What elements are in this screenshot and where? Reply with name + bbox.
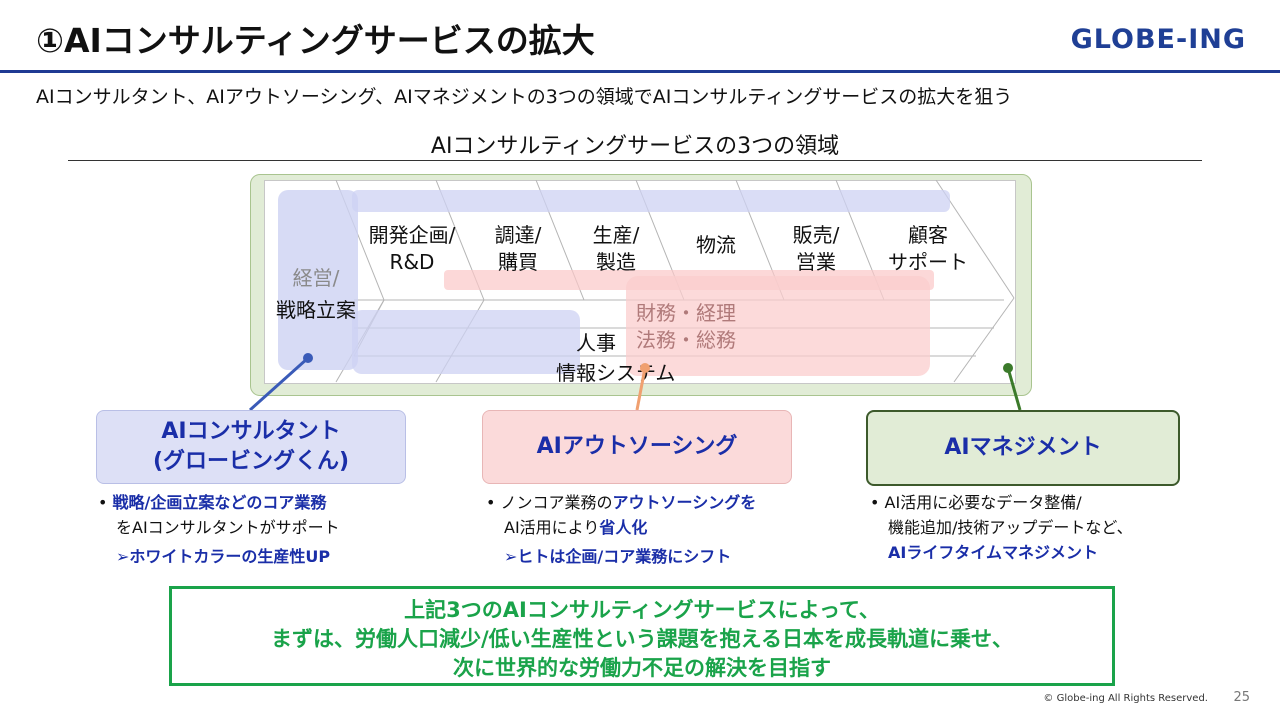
stage-sales: 販売/ 営業 bbox=[776, 222, 856, 276]
consultant-bullet-line1: • 戦略/企画立案などのコア業務 bbox=[98, 493, 327, 512]
ai-management-callout: AIマネジメント bbox=[866, 410, 1180, 486]
stage-production: 生産/ 製造 bbox=[576, 222, 656, 276]
ai-outsourcing-title: AIアウトソーシング bbox=[536, 434, 738, 459]
stage-support: 顧客 サポート bbox=[878, 222, 978, 276]
management-bullet-line3: AIライフタイムマネジメント bbox=[888, 543, 1099, 562]
stage-sales-line1: 販売/ bbox=[792, 223, 840, 247]
ai-consultant-title: AIコンサルタント bbox=[161, 419, 341, 444]
finance-line: 財務・経理 bbox=[636, 301, 736, 325]
stage-rd-line1: 開発企画/ bbox=[368, 223, 456, 247]
copyright-text: © Globe-ing All Rights Reserved. bbox=[1043, 693, 1208, 704]
stage-production-line1: 生産/ bbox=[592, 223, 640, 247]
outsourcing-result: ➢ヒトは企画/コア業務にシフト bbox=[504, 547, 732, 566]
outsourcing-bullet-line2: AI活用により省人化 bbox=[486, 515, 756, 540]
legal-line: 法務・総務 bbox=[636, 328, 736, 352]
consultant-bullets: • 戦略/企画立案などのコア業務 をAIコンサルタントがサポート ➢ホワイトカラ… bbox=[98, 490, 340, 569]
stage-logistics-line1: 物流 bbox=[696, 233, 736, 257]
outsourcing-bullet-bold: アウトソーシングを bbox=[612, 493, 757, 512]
page-subtitle: AIコンサルタント、AIアウトソーシング、AIマネジメントの3つの領域でAIコン… bbox=[36, 86, 1013, 108]
page-title: ①AIコンサルティングサービスの拡大 bbox=[36, 21, 595, 60]
stage-support-line2: サポート bbox=[888, 250, 968, 274]
backoffice-highlight bbox=[626, 276, 930, 376]
diagram-heading: AIコンサルティングサービスの3つの領域 bbox=[430, 134, 840, 159]
strategy-label-line1: 経営/ bbox=[292, 266, 340, 290]
conclusion-line3: 次に世界的な労働力不足の解決を目指す bbox=[453, 656, 831, 680]
outsourcing-bullet-line2-bold: 省人化 bbox=[599, 518, 648, 537]
stage-rd: 開発企画/ R&D bbox=[356, 222, 468, 276]
conclusion-line1: 上記3つのAIコンサルティングサービスによって、 bbox=[404, 598, 880, 622]
outsourcing-bullet-line1: • ノンコア業務のアウトソーシングを bbox=[486, 493, 757, 512]
stage-procurement: 調達/ 購買 bbox=[478, 222, 558, 276]
outsourcing-bullets: • ノンコア業務のアウトソーシングを AI活用により省人化 ➢ヒトは企画/コア業… bbox=[486, 490, 756, 569]
title-divider bbox=[0, 70, 1280, 73]
stage-production-line2: 製造 bbox=[596, 250, 636, 274]
stage-rd-line2: R&D bbox=[389, 250, 435, 274]
consultant-bullet-bold: 戦略/企画立案などのコア業務 bbox=[112, 493, 327, 512]
strategy-label-line2: 戦略立案 bbox=[276, 298, 356, 322]
conclusion-line2: まずは、労働人口減少/低い生産性という課題を抱える日本を成長軌道に乗せ、 bbox=[270, 627, 1014, 651]
management-bullets: • AI活用に必要なデータ整備/ 機能追加/技術アップデートなど、 AIライフタ… bbox=[870, 490, 1133, 565]
stage-logistics: 物流 bbox=[676, 232, 756, 259]
consultant-result: ➢ホワイトカラーの生産性UP bbox=[116, 547, 331, 566]
finance-label: 財務・経理 法務・総務 bbox=[636, 300, 756, 354]
hr-highlight bbox=[352, 310, 580, 374]
stage-procurement-line1: 調達/ bbox=[494, 223, 542, 247]
heading-divider bbox=[68, 160, 1202, 161]
consultant-bullet-line2: をAIコンサルタントがサポート bbox=[116, 518, 340, 537]
stage-sales-line2: 営業 bbox=[796, 250, 836, 274]
ai-consultant-subtitle: (グロービングくん) bbox=[152, 449, 350, 474]
hr-label: 人事 bbox=[576, 331, 616, 355]
management-bullet-line2: 機能追加/技術アップデートなど、 bbox=[888, 518, 1133, 537]
ai-management-title: AIマネジメント bbox=[944, 435, 1102, 460]
strategy-label: 経営/ 戦略立案 bbox=[266, 262, 366, 326]
it-label: 情報システム bbox=[556, 361, 676, 385]
conclusion-box: 上記3つのAIコンサルティングサービスによって、 まずは、労働人口減少/低い生産… bbox=[169, 586, 1115, 686]
ai-consultant-callout: AIコンサルタント (グロービングくん) bbox=[96, 410, 406, 484]
strategy-highlight bbox=[278, 190, 358, 370]
page-number: 25 bbox=[1233, 690, 1250, 705]
ai-outsourcing-callout: AIアウトソーシング bbox=[482, 410, 792, 484]
company-logo: GLOBE-ING bbox=[1070, 24, 1246, 55]
outsourcing-bullet-line2-pre: AI活用により bbox=[504, 518, 600, 537]
management-bullet-line1: • AI活用に必要なデータ整備/ bbox=[870, 493, 1082, 512]
planning-highlight bbox=[352, 190, 950, 212]
stage-procurement-line2: 購買 bbox=[498, 250, 538, 274]
stage-support-line1: 顧客 bbox=[908, 223, 948, 247]
management-bullet-text1: AI活用に必要なデータ整備/ bbox=[884, 493, 1082, 512]
outsourcing-bullet-pre: ノンコア業務の bbox=[500, 493, 613, 512]
